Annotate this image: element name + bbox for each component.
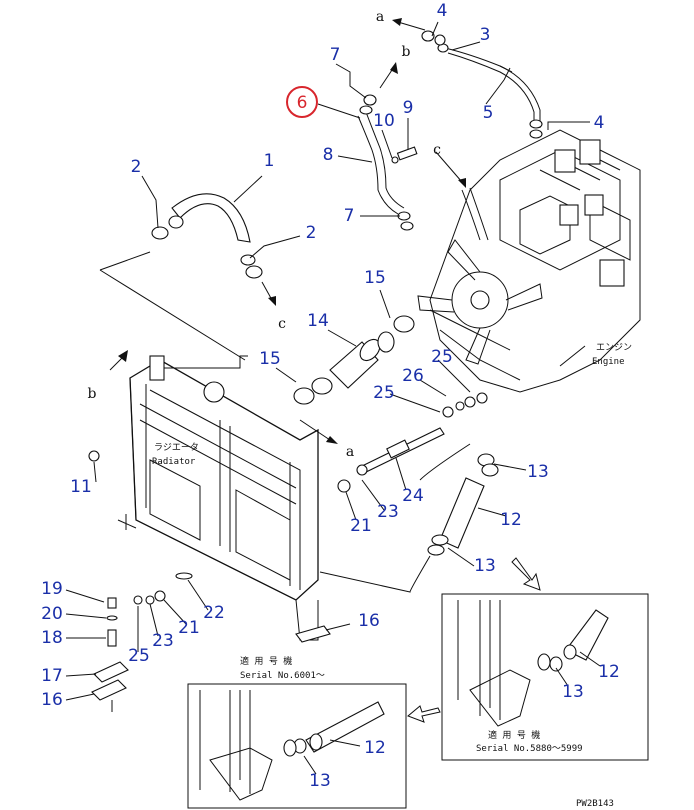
inset-right xyxy=(441,593,649,761)
part-label-19: 19 xyxy=(41,579,63,599)
hose-14 xyxy=(293,315,415,405)
part-label-23-upper: 23 xyxy=(377,502,399,522)
serial-label-2: Serial No.5880～5999 xyxy=(476,744,583,754)
drain-valve xyxy=(91,392,488,712)
flow-letter-c-engine: c xyxy=(433,142,441,158)
engine xyxy=(417,129,641,393)
flow-letter-a-radiator: a xyxy=(346,444,354,460)
part-label-2-left: 2 xyxy=(131,157,142,177)
part-label-16-right: 16 xyxy=(358,611,380,631)
part-label-13-inset-right: 13 xyxy=(562,682,584,702)
flow-letter-b-top: b xyxy=(402,44,411,60)
flow-letter-b-radiator: b xyxy=(88,386,97,402)
part-label-13-upper: 13 xyxy=(527,462,549,482)
part-label-25-mid: 25 xyxy=(373,383,395,403)
part-label-14: 14 xyxy=(307,311,329,331)
serial-label-jp-1: 適 用 号 機 xyxy=(240,655,292,667)
part-label-17: 17 xyxy=(41,666,63,686)
upper-hoses xyxy=(357,18,543,231)
part-label-25-lower: 25 xyxy=(128,646,150,666)
part-label-6: 6 xyxy=(297,93,308,113)
serial-label-1: Serial No.6001～ xyxy=(240,671,325,681)
part-number-labels: 4 3 7 9 5 4 10 8 2 1 7 2 15 14 25 15 26 … xyxy=(41,1,620,791)
radiator-label-en: Radiator xyxy=(152,457,196,467)
part-label-12-inset-bottom: 12 xyxy=(364,738,386,758)
arrow-to-inset xyxy=(407,705,441,723)
part-label-12-main: 12 xyxy=(500,510,522,530)
leader-lines xyxy=(65,21,601,775)
part-label-10: 10 xyxy=(373,111,395,131)
part-label-13-inset-bottom: 13 xyxy=(309,771,331,791)
part-label-7-top: 7 xyxy=(330,45,341,65)
flow-letter-a-top: a xyxy=(376,9,384,25)
part-label-23-lower: 23 xyxy=(152,631,174,651)
part-label-5: 5 xyxy=(483,103,494,123)
part-label-9: 9 xyxy=(403,98,414,118)
part-label-26: 26 xyxy=(402,366,424,386)
radiator xyxy=(88,350,338,641)
part-label-15-left: 15 xyxy=(259,349,281,369)
figure-code: PW2B143 xyxy=(576,799,614,809)
radiator-label-jp: ラジエータ xyxy=(154,442,199,453)
part-label-16-left: 16 xyxy=(41,690,63,710)
part-label-24: 24 xyxy=(402,486,424,506)
part-label-18: 18 xyxy=(41,628,63,648)
flow-letter-c-bottom: c xyxy=(278,316,286,332)
hose-1 xyxy=(99,193,276,361)
inset-bottom xyxy=(187,683,407,809)
part-label-1: 1 xyxy=(264,151,275,171)
highlighted-part-6[interactable]: 6 xyxy=(286,86,318,118)
part-label-3: 3 xyxy=(480,25,491,45)
part-label-4-top: 4 xyxy=(437,1,448,21)
engine-label-en: Engine xyxy=(592,357,625,367)
part-label-13-mid: 13 xyxy=(474,556,496,576)
part-label-25-top: 25 xyxy=(431,347,453,367)
lower-hose xyxy=(319,443,541,593)
part-label-11: 11 xyxy=(70,477,92,497)
part-label-4-right: 4 xyxy=(594,113,605,133)
flow-letters: a b c c b a xyxy=(88,9,442,460)
text-labels: ラジエータ Radiator エンジン Engine 適 用 号 機 Seria… xyxy=(152,343,632,809)
part-label-12-inset-right: 12 xyxy=(598,662,620,682)
part-label-21-upper: 21 xyxy=(350,516,372,536)
part-label-2-right: 2 xyxy=(306,223,317,243)
serial-label-jp-2: 適 用 号 機 xyxy=(488,729,540,741)
part-label-22: 22 xyxy=(203,603,225,623)
part-label-20: 20 xyxy=(41,604,63,624)
part-label-21-lower: 21 xyxy=(178,618,200,638)
engine-label-jp: エンジン xyxy=(596,343,632,353)
part-label-7-mid: 7 xyxy=(344,206,355,226)
part-label-15-right: 15 xyxy=(364,268,386,288)
part-label-8: 8 xyxy=(323,145,334,165)
